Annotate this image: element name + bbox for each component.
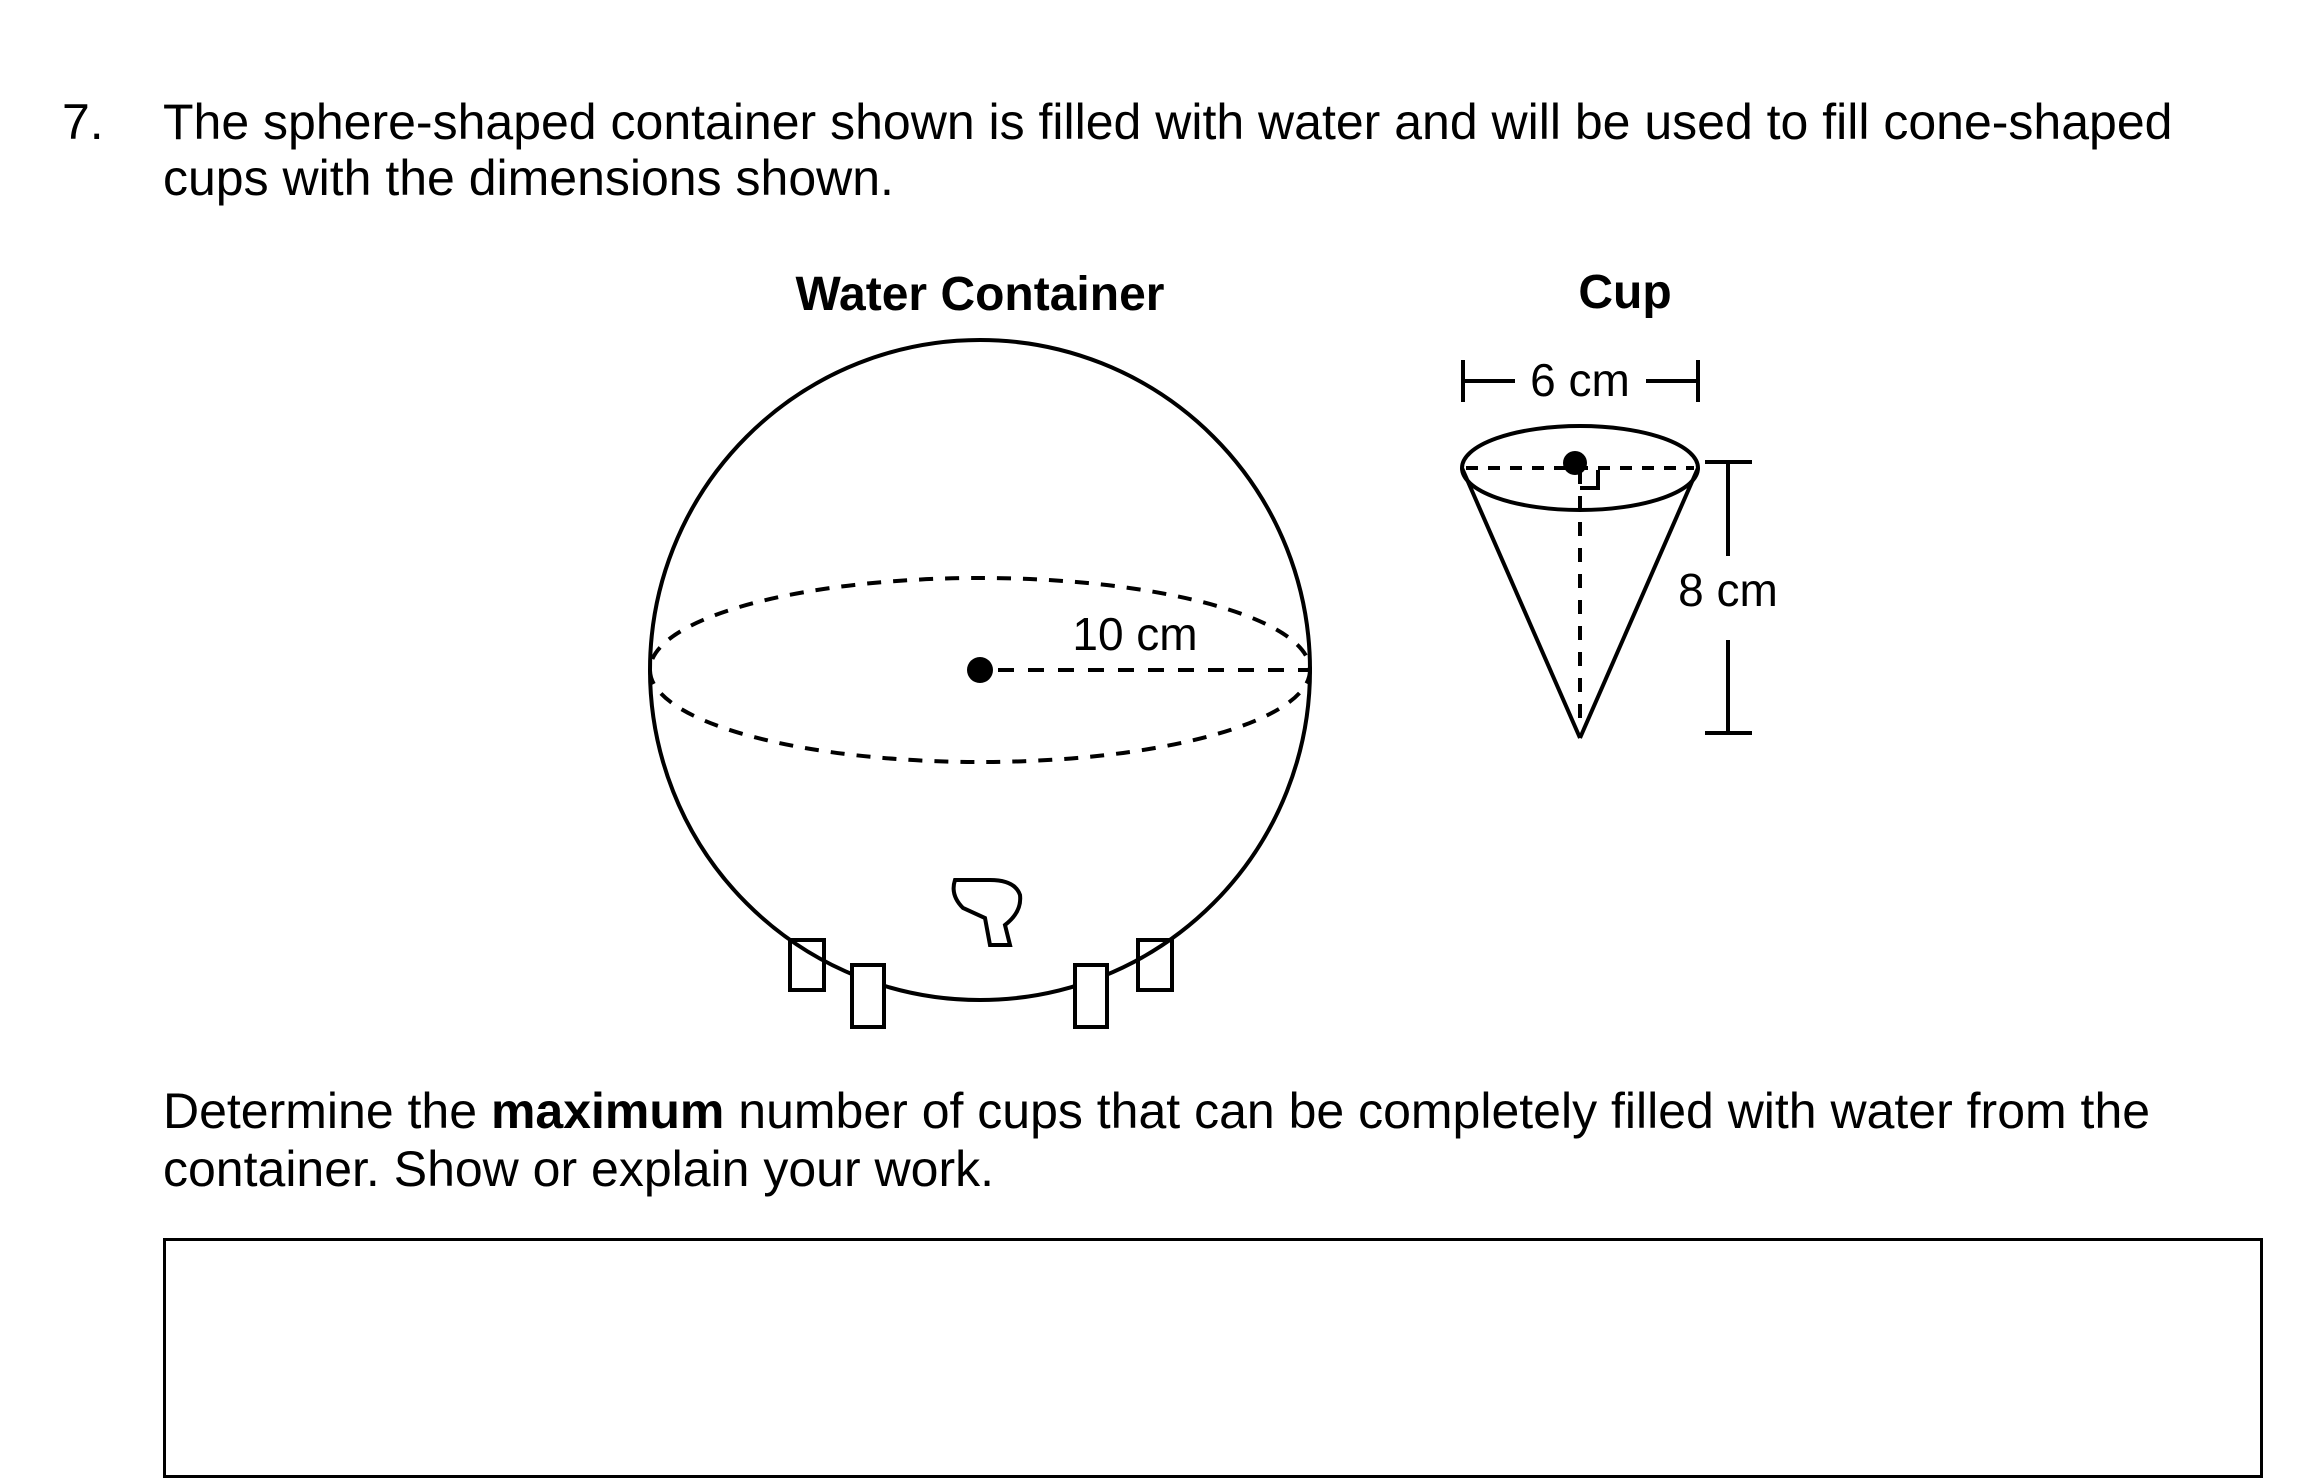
right-angle-marker bbox=[1580, 470, 1600, 490]
cup-figure: Cup 6 cm 8 cm bbox=[1460, 266, 1778, 739]
container-leg-front-right bbox=[1073, 963, 1109, 1029]
question-number: 7. bbox=[62, 94, 104, 150]
container-leg-front-left bbox=[850, 963, 886, 1029]
container-leg-back-left bbox=[788, 938, 826, 992]
prompt-emphasis: maximum bbox=[490, 1083, 725, 1139]
cup-height-label: 8 cm bbox=[1678, 564, 1778, 616]
sphere-radius-label: 10 cm bbox=[1072, 608, 1197, 660]
cup-diameter-label: 6 cm bbox=[1530, 354, 1630, 406]
prompt-text-after: number of cups that can be completely fi… bbox=[163, 1083, 2151, 1197]
water-container-title: Water Container bbox=[796, 268, 1165, 321]
cup-title: Cup bbox=[1578, 266, 1671, 319]
diagram: Water Container 10 cm Cup 6 cm bbox=[648, 266, 1778, 1029]
water-container-figure: Water Container 10 cm bbox=[648, 268, 1312, 1029]
sphere-center-point bbox=[967, 657, 993, 683]
answer-box[interactable] bbox=[163, 1238, 2263, 1478]
question-stem: The sphere-shaped container shown is fil… bbox=[163, 94, 2173, 206]
prompt-text-before: Determine the bbox=[163, 1083, 491, 1139]
spigot-icon bbox=[951, 878, 1023, 947]
question-prompt: Determine the maximum number of cups tha… bbox=[163, 1082, 2263, 1198]
cone-side-right bbox=[1578, 467, 1700, 739]
cone-side-left bbox=[1460, 467, 1582, 739]
cone-center-point bbox=[1563, 451, 1587, 475]
